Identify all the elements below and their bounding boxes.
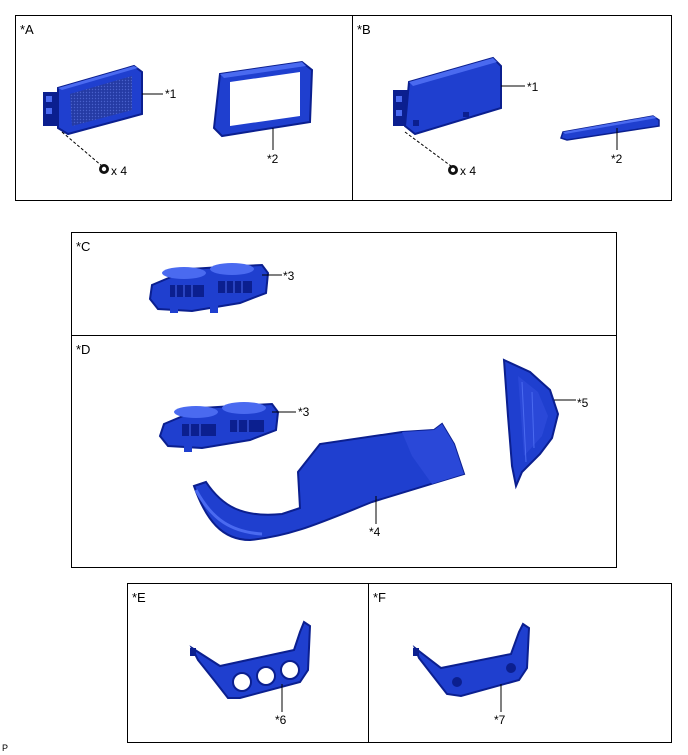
panel-d: *D *3 *4 bbox=[71, 335, 617, 568]
air-vent-part bbox=[148, 263, 270, 313]
panel-c-artwork bbox=[148, 263, 282, 313]
callout-1: *1 bbox=[165, 87, 177, 101]
callout-4: *4 bbox=[369, 525, 381, 539]
panel-e: *E *6 bbox=[127, 583, 370, 743]
callout-6: *6 bbox=[275, 713, 287, 727]
center-console-panel-part bbox=[192, 422, 466, 542]
screw-dash-line bbox=[404, 131, 452, 167]
display-unit-part bbox=[393, 56, 502, 136]
air-vent-part bbox=[158, 402, 280, 452]
panel-e-artwork bbox=[189, 620, 312, 712]
panel-b: *B *1 *2 x 4 bbox=[352, 15, 672, 201]
callout-2: *2 bbox=[611, 152, 623, 166]
screw-icon bbox=[99, 164, 109, 174]
quantity-label: x 4 bbox=[111, 164, 128, 178]
panel-a-artwork bbox=[43, 60, 314, 174]
callout-7: *7 bbox=[494, 713, 506, 727]
callout-3: *3 bbox=[298, 405, 310, 419]
panel-a: *A *1 bbox=[15, 15, 353, 201]
figure-code: P bbox=[2, 743, 9, 753]
panel-c: *C *3 bbox=[71, 232, 617, 336]
screw-dash-line bbox=[61, 131, 103, 167]
panel-label-a: *A bbox=[20, 22, 34, 37]
callout-5: *5 bbox=[577, 396, 589, 410]
screw-icon bbox=[448, 165, 458, 175]
callout-1: *1 bbox=[527, 80, 539, 94]
panel-d-artwork bbox=[158, 358, 576, 542]
panel-f-artwork bbox=[412, 622, 531, 712]
panel-label-c: *C bbox=[76, 239, 91, 254]
panel-f: *F *7 bbox=[368, 583, 672, 743]
quantity-label: x 4 bbox=[460, 164, 477, 178]
side-trim-panel-part bbox=[502, 358, 560, 490]
display-unit-part bbox=[43, 64, 143, 136]
panel-label-d: *D bbox=[76, 342, 91, 357]
bezel-frame-part bbox=[212, 60, 314, 138]
panel-label-e: *E bbox=[132, 590, 146, 605]
panel-label-f: *F bbox=[373, 590, 386, 605]
control-panel-part bbox=[412, 622, 531, 698]
callout-2: *2 bbox=[267, 152, 279, 166]
trim-strip-part bbox=[560, 115, 660, 141]
callout-3: *3 bbox=[283, 269, 295, 283]
heater-control-panel-part bbox=[189, 620, 312, 699]
panel-label-b: *B bbox=[357, 22, 371, 37]
panel-b-artwork bbox=[393, 56, 660, 175]
